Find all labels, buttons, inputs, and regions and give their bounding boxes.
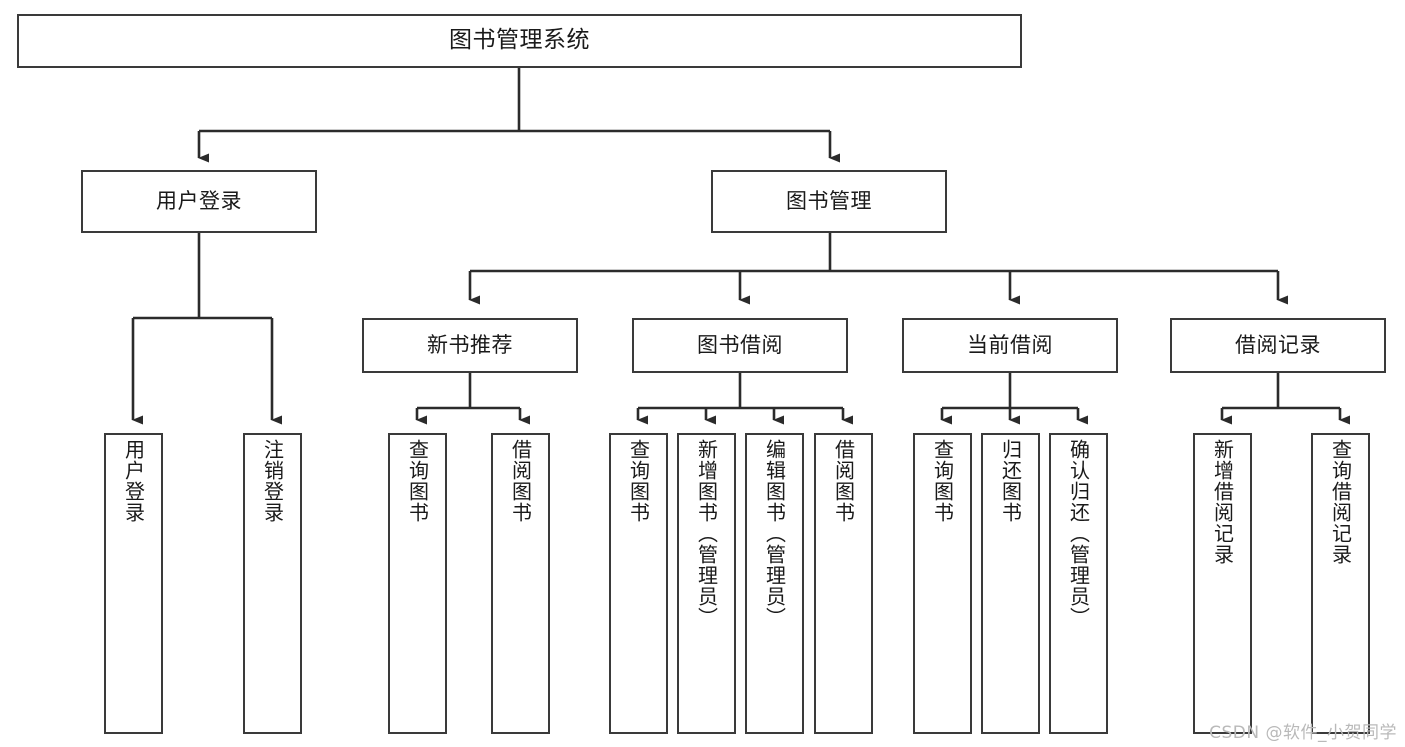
node-current-borrow[interactable]: 当前借阅 [902,318,1118,373]
node-leaf-borrow-book[interactable]: 借阅图书 [814,433,873,734]
watermark-text: CSDN @软件_小贺同学 [1209,723,1397,743]
node-label: 用户登录 [121,439,146,523]
node-label: 新增借阅记录 [1210,439,1235,565]
node-label: 新增图书（管理员） [694,439,719,628]
node-book-management[interactable]: 图书管理 [711,170,947,233]
node-leaf-confirm-return-admin[interactable]: 确认归还（管理员） [1049,433,1108,734]
node-label: 新书推荐 [427,333,513,358]
node-leaf-query-book-new[interactable]: 查询图书 [388,433,447,734]
node-leaf-borrow-book-new[interactable]: 借阅图书 [491,433,550,734]
node-leaf-logout[interactable]: 注销登录 [243,433,302,734]
node-label: 确认归还（管理员） [1066,439,1091,628]
node-borrow-record[interactable]: 借阅记录 [1170,318,1386,373]
node-leaf-user-login[interactable]: 用户登录 [104,433,163,734]
node-leaf-query-book-current[interactable]: 查询图书 [913,433,972,734]
node-label: 当前借阅 [967,333,1053,358]
node-label: 图书管理系统 [449,27,590,54]
node-label: 借阅图书 [831,439,856,523]
node-label: 查询图书 [626,439,651,523]
node-label: 用户登录 [156,189,242,214]
node-label: 借阅记录 [1235,333,1321,358]
node-leaf-query-borrow-record[interactable]: 查询借阅记录 [1311,433,1370,734]
node-label: 归还图书 [998,439,1023,523]
node-leaf-add-book-admin[interactable]: 新增图书（管理员） [677,433,736,734]
node-user-login[interactable]: 用户登录 [81,170,317,233]
node-leaf-query-book[interactable]: 查询图书 [609,433,668,734]
node-label: 编辑图书（管理员） [762,439,787,628]
node-leaf-return-book[interactable]: 归还图书 [981,433,1040,734]
node-leaf-add-borrow-record[interactable]: 新增借阅记录 [1193,433,1252,734]
node-label: 图书借阅 [697,333,783,358]
node-root-system[interactable]: 图书管理系统 [17,14,1022,68]
node-leaf-edit-book-admin[interactable]: 编辑图书（管理员） [745,433,804,734]
node-label: 图书管理 [786,189,872,214]
node-new-book-recommend[interactable]: 新书推荐 [362,318,578,373]
node-book-borrow[interactable]: 图书借阅 [632,318,848,373]
node-label: 查询图书 [405,439,430,523]
node-label: 查询借阅记录 [1328,439,1353,565]
node-label: 借阅图书 [508,439,533,523]
node-label: 注销登录 [260,439,285,523]
node-label: 查询图书 [930,439,955,523]
